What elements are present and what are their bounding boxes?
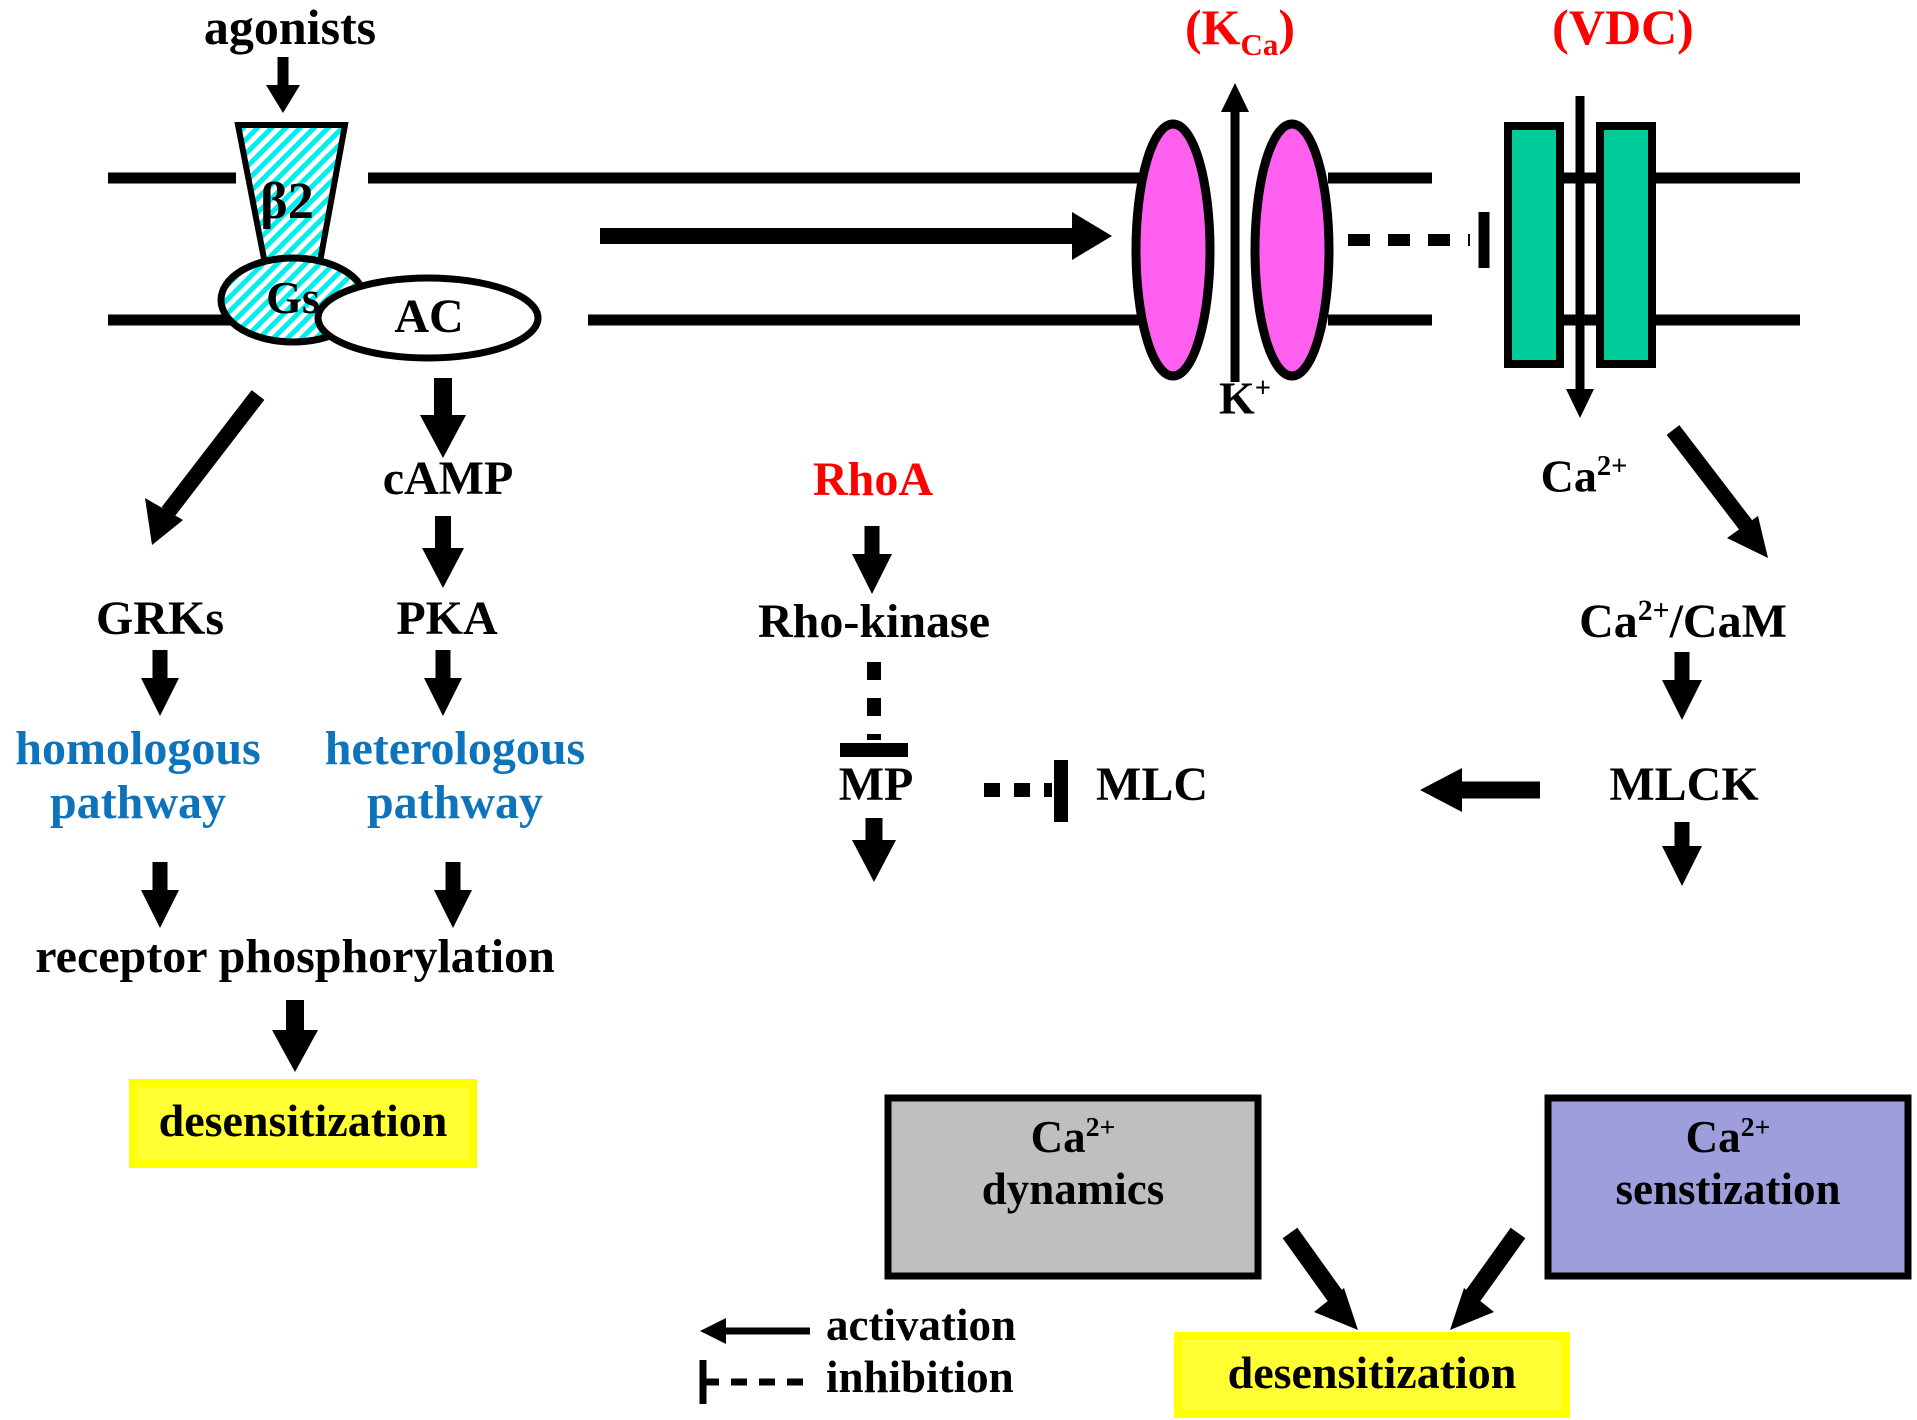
- mlck-to-mlc-arrow: [1420, 768, 1540, 812]
- mp-to-ca-dynamics-arrow: [852, 818, 896, 882]
- homologous-line-2: pathway: [49, 775, 227, 829]
- pka-label: PKA: [396, 592, 498, 645]
- grks-label: GRKs: [95, 592, 225, 645]
- ca-sensitization-to-desensitization-arrow: [1450, 1227, 1526, 1330]
- ca-dynamics-box[interactable]: [884, 1094, 1262, 1280]
- membrane-depolarization-arrow: [600, 212, 1112, 260]
- homologous-pathway-label: homologous pathway: [15, 722, 260, 830]
- phosphorylation-to-desensitization-arrow: [272, 1000, 318, 1072]
- k-charge: +: [1254, 373, 1272, 404]
- ca-dynamics-charge: 2+: [1085, 1112, 1116, 1143]
- adenylate-cyclase-label: AC: [394, 290, 464, 343]
- ca-sensitization-box[interactable]: [1544, 1094, 1912, 1280]
- agonists-label: agonists: [203, 0, 377, 55]
- desensitization-box-left[interactable]: [129, 1079, 477, 1168]
- gs-to-grks-arrow: [145, 390, 265, 545]
- cacam-charge: 2+: [1637, 594, 1670, 627]
- camp-to-pka-arrow: [422, 516, 464, 588]
- legend-activation-arrow: [700, 1318, 810, 1344]
- ca-sens-ca: Ca: [1685, 1112, 1741, 1162]
- kca-open-paren: (K: [1184, 0, 1241, 55]
- mp-label: MP: [838, 758, 914, 811]
- pka-to-heterologous-arrow: [424, 650, 462, 716]
- rho-kinase-label: Rho-kinase: [757, 595, 991, 648]
- calcium-influx-arrow: [1566, 96, 1594, 418]
- ac-to-camp-arrow: [420, 378, 466, 458]
- ca-sensitization-label: Ca2+ senstization: [1616, 1112, 1841, 1216]
- ca-charge: 2+: [1596, 451, 1628, 482]
- kca-channel[interactable]: [1131, 119, 1334, 381]
- legend-inhibition-label: inhibition: [826, 1352, 1014, 1402]
- homologous-to-phosphorylation-arrow: [141, 862, 179, 928]
- receptor-phosphorylation-label: receptor phosphorylation: [35, 930, 555, 983]
- heterologous-pathway-label: heterologous pathway: [325, 722, 585, 830]
- calcium-ion-label: Ca2+: [1540, 450, 1628, 502]
- beta2-receptor-label: β2: [260, 173, 314, 230]
- heterologous-line-1: heterologous: [324, 722, 586, 775]
- ca-sensitization-line-1: Ca2+: [1616, 1112, 1841, 1164]
- ca-dynamics-to-desensitization-arrow: [1282, 1227, 1358, 1330]
- agonists-arrow: [266, 57, 300, 113]
- mlck-to-ca-sensitization-arrow: [1662, 822, 1702, 886]
- homologous-line-1: homologous: [15, 722, 261, 775]
- desensitization-label-left: desensitization: [158, 1095, 448, 1146]
- rhoa-label: RhoA: [812, 453, 934, 506]
- mlc-inhibits-mp: [984, 760, 1068, 822]
- ca-dynamics-label: Ca2+ dynamics: [982, 1112, 1165, 1216]
- grks-to-homologous-arrow: [141, 650, 179, 716]
- calcium-to-cacam-arrow: [1666, 425, 1768, 558]
- camp-label: cAMP: [382, 452, 514, 505]
- kca-close-paren: ): [1278, 0, 1296, 55]
- heterologous-to-phosphorylation-arrow: [434, 862, 472, 928]
- heterologous-line-2: pathway: [366, 775, 544, 829]
- cacam-ca: Ca: [1579, 595, 1638, 648]
- rhoa-to-rhokinase-arrow: [852, 526, 892, 594]
- ca-sensitization-line-2: senstization: [1615, 1163, 1841, 1214]
- legend-inhibition-symbol: [699, 1360, 812, 1404]
- mlc-label: MLC: [1096, 758, 1208, 811]
- kca-channel-label: (KCa): [1185, 2, 1295, 60]
- ca-dynamics-line-1: Ca2+: [982, 1112, 1165, 1164]
- k-symbol: K: [1218, 372, 1255, 424]
- ca-dynamics-ca: Ca: [1030, 1112, 1086, 1162]
- kca-inhibits-vdc: [1348, 212, 1490, 268]
- vdc-channel-label: (VDC): [1552, 0, 1694, 55]
- ca-cam-label: Ca2+/CaM: [1579, 596, 1787, 646]
- potassium-efflux-arrow: [1221, 83, 1249, 382]
- gs-protein-label: Gs: [266, 272, 320, 323]
- vdc-channel[interactable]: [1504, 122, 1656, 368]
- legend-activation-label: activation: [826, 1300, 1016, 1350]
- ca-dynamics-line-2: dynamics: [981, 1163, 1165, 1214]
- ca-sens-charge: 2+: [1740, 1112, 1771, 1143]
- mlck-label: MLCK: [1609, 758, 1759, 811]
- adenylate-cyclase[interactable]: [314, 274, 542, 362]
- cacam-to-mlck-arrow: [1662, 652, 1702, 720]
- desensitization-label-right: desensitization: [1227, 1347, 1517, 1398]
- cacam-rest: /CaM: [1669, 595, 1787, 648]
- kca-subscript: Ca: [1240, 27, 1279, 62]
- rhokinase-inhibits-mp: [840, 662, 908, 757]
- potassium-ion-label: K+: [1218, 372, 1272, 424]
- ca-symbol: Ca: [1540, 450, 1597, 502]
- desensitization-box-right[interactable]: [1174, 1332, 1570, 1418]
